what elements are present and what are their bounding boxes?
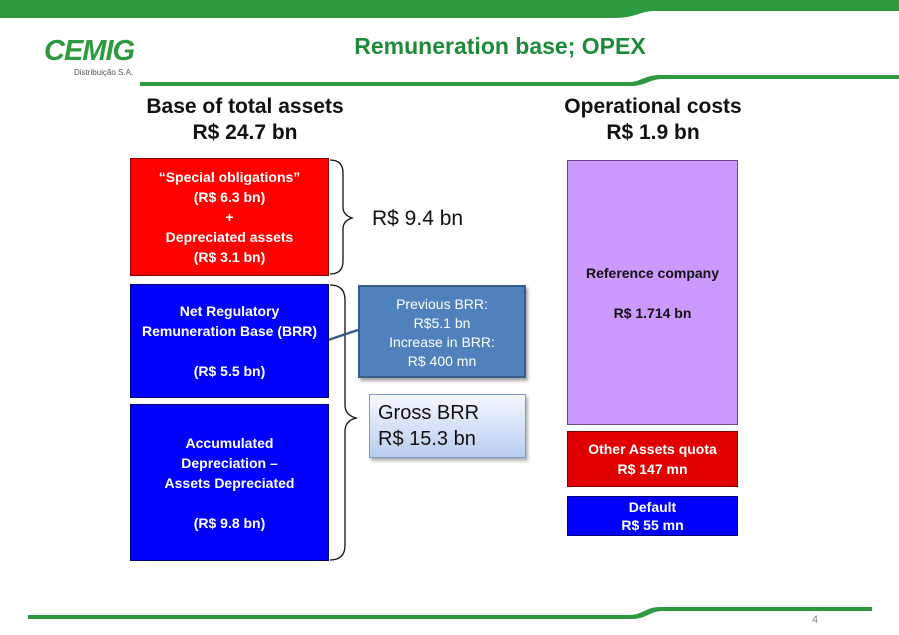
callout-connector (327, 328, 359, 342)
opex-heading: Operational costs R$ 1.9 bn (533, 94, 773, 146)
gross-brr-label: Gross BRR (378, 402, 480, 424)
reference-company-box: Reference company R$ 1.714 bn (567, 160, 738, 425)
default-box: Default R$ 55 mn (567, 496, 738, 536)
logo-wordmark: CEMIG (44, 35, 135, 67)
total-assets-heading: Base of total assets R$ 24.7 bn (120, 94, 370, 146)
bottom-brace (329, 284, 359, 561)
net-brr-label-1: Net Regulatory (179, 303, 280, 319)
footer-divider (28, 607, 872, 619)
reference-company-value: R$ 1.714 bn (613, 304, 692, 321)
previous-brr-label: Previous BRR: (396, 296, 488, 312)
default-label: Default (628, 499, 677, 515)
accumulated-depreciation-label-1: Accumulated (185, 434, 274, 451)
accumulated-depreciation-label-2: Depreciation – (181, 454, 278, 471)
page-number: 4 (812, 614, 819, 626)
accumulated-depreciation-label-3: Assets Depreciated (164, 474, 295, 491)
previous-brr-callout: Previous BRR: R$5.1 bn Increase in BRR: … (358, 285, 526, 378)
default-value: R$ 55 mn (621, 517, 684, 533)
depreciated-assets-value: (R$ 3.1 bn) (193, 249, 266, 265)
opex-heading-label: Operational costs (564, 95, 742, 118)
special-obligations-label: “Special obligations” (158, 169, 301, 185)
net-brr-box: Net Regulatory Remuneration Base (BRR) (… (130, 284, 329, 398)
gross-brr-value: R$ 15.3 bn (378, 428, 476, 450)
net-brr-value: (R$ 5.5 bn) (193, 363, 266, 379)
page-title: Remuneration base; OPEX (354, 33, 646, 59)
total-assets-heading-label: Base of total assets (146, 95, 344, 118)
other-assets-quota-box: Other Assets quota R$ 147 mn (567, 431, 738, 487)
total-assets-heading-value: R$ 24.7 bn (192, 121, 298, 144)
depreciated-assets-label: Depreciated assets (165, 229, 294, 245)
company-logo: CEMIG Distribuição S.A. (44, 36, 144, 82)
top-brace (329, 159, 355, 275)
brr-increase-value: R$ 400 mn (407, 353, 477, 369)
brr-increase-label: Increase in BRR: (389, 334, 495, 350)
opex-heading-value: R$ 1.9 bn (606, 121, 700, 144)
special-obligations-box: “Special obligations” (R$ 6.3 bn) + Depr… (130, 158, 329, 276)
accumulated-depreciation-box: Accumulated Depreciation – Assets Deprec… (130, 404, 329, 561)
previous-brr-value: R$5.1 bn (413, 315, 471, 331)
net-brr-label-2: Remuneration Base (BRR) (141, 323, 318, 339)
logo-subtext: Distribuição S.A. (74, 68, 134, 77)
gross-brr-callout: Gross BRR R$ 15.3 bn (369, 394, 526, 458)
header-swoosh (0, 0, 899, 18)
special-obligations-value: (R$ 6.3 bn) (193, 189, 266, 205)
other-assets-quota-label: Other Assets quota (588, 441, 717, 457)
other-assets-quota-value: R$ 147 mn (617, 461, 688, 477)
plus-sign: + (225, 209, 234, 225)
reference-company-label: Reference company (585, 264, 720, 281)
header-divider (140, 75, 899, 86)
brace-total-label: R$ 9.4 bn (372, 207, 464, 230)
accumulated-depreciation-value: (R$ 9.8 bn) (193, 514, 266, 531)
